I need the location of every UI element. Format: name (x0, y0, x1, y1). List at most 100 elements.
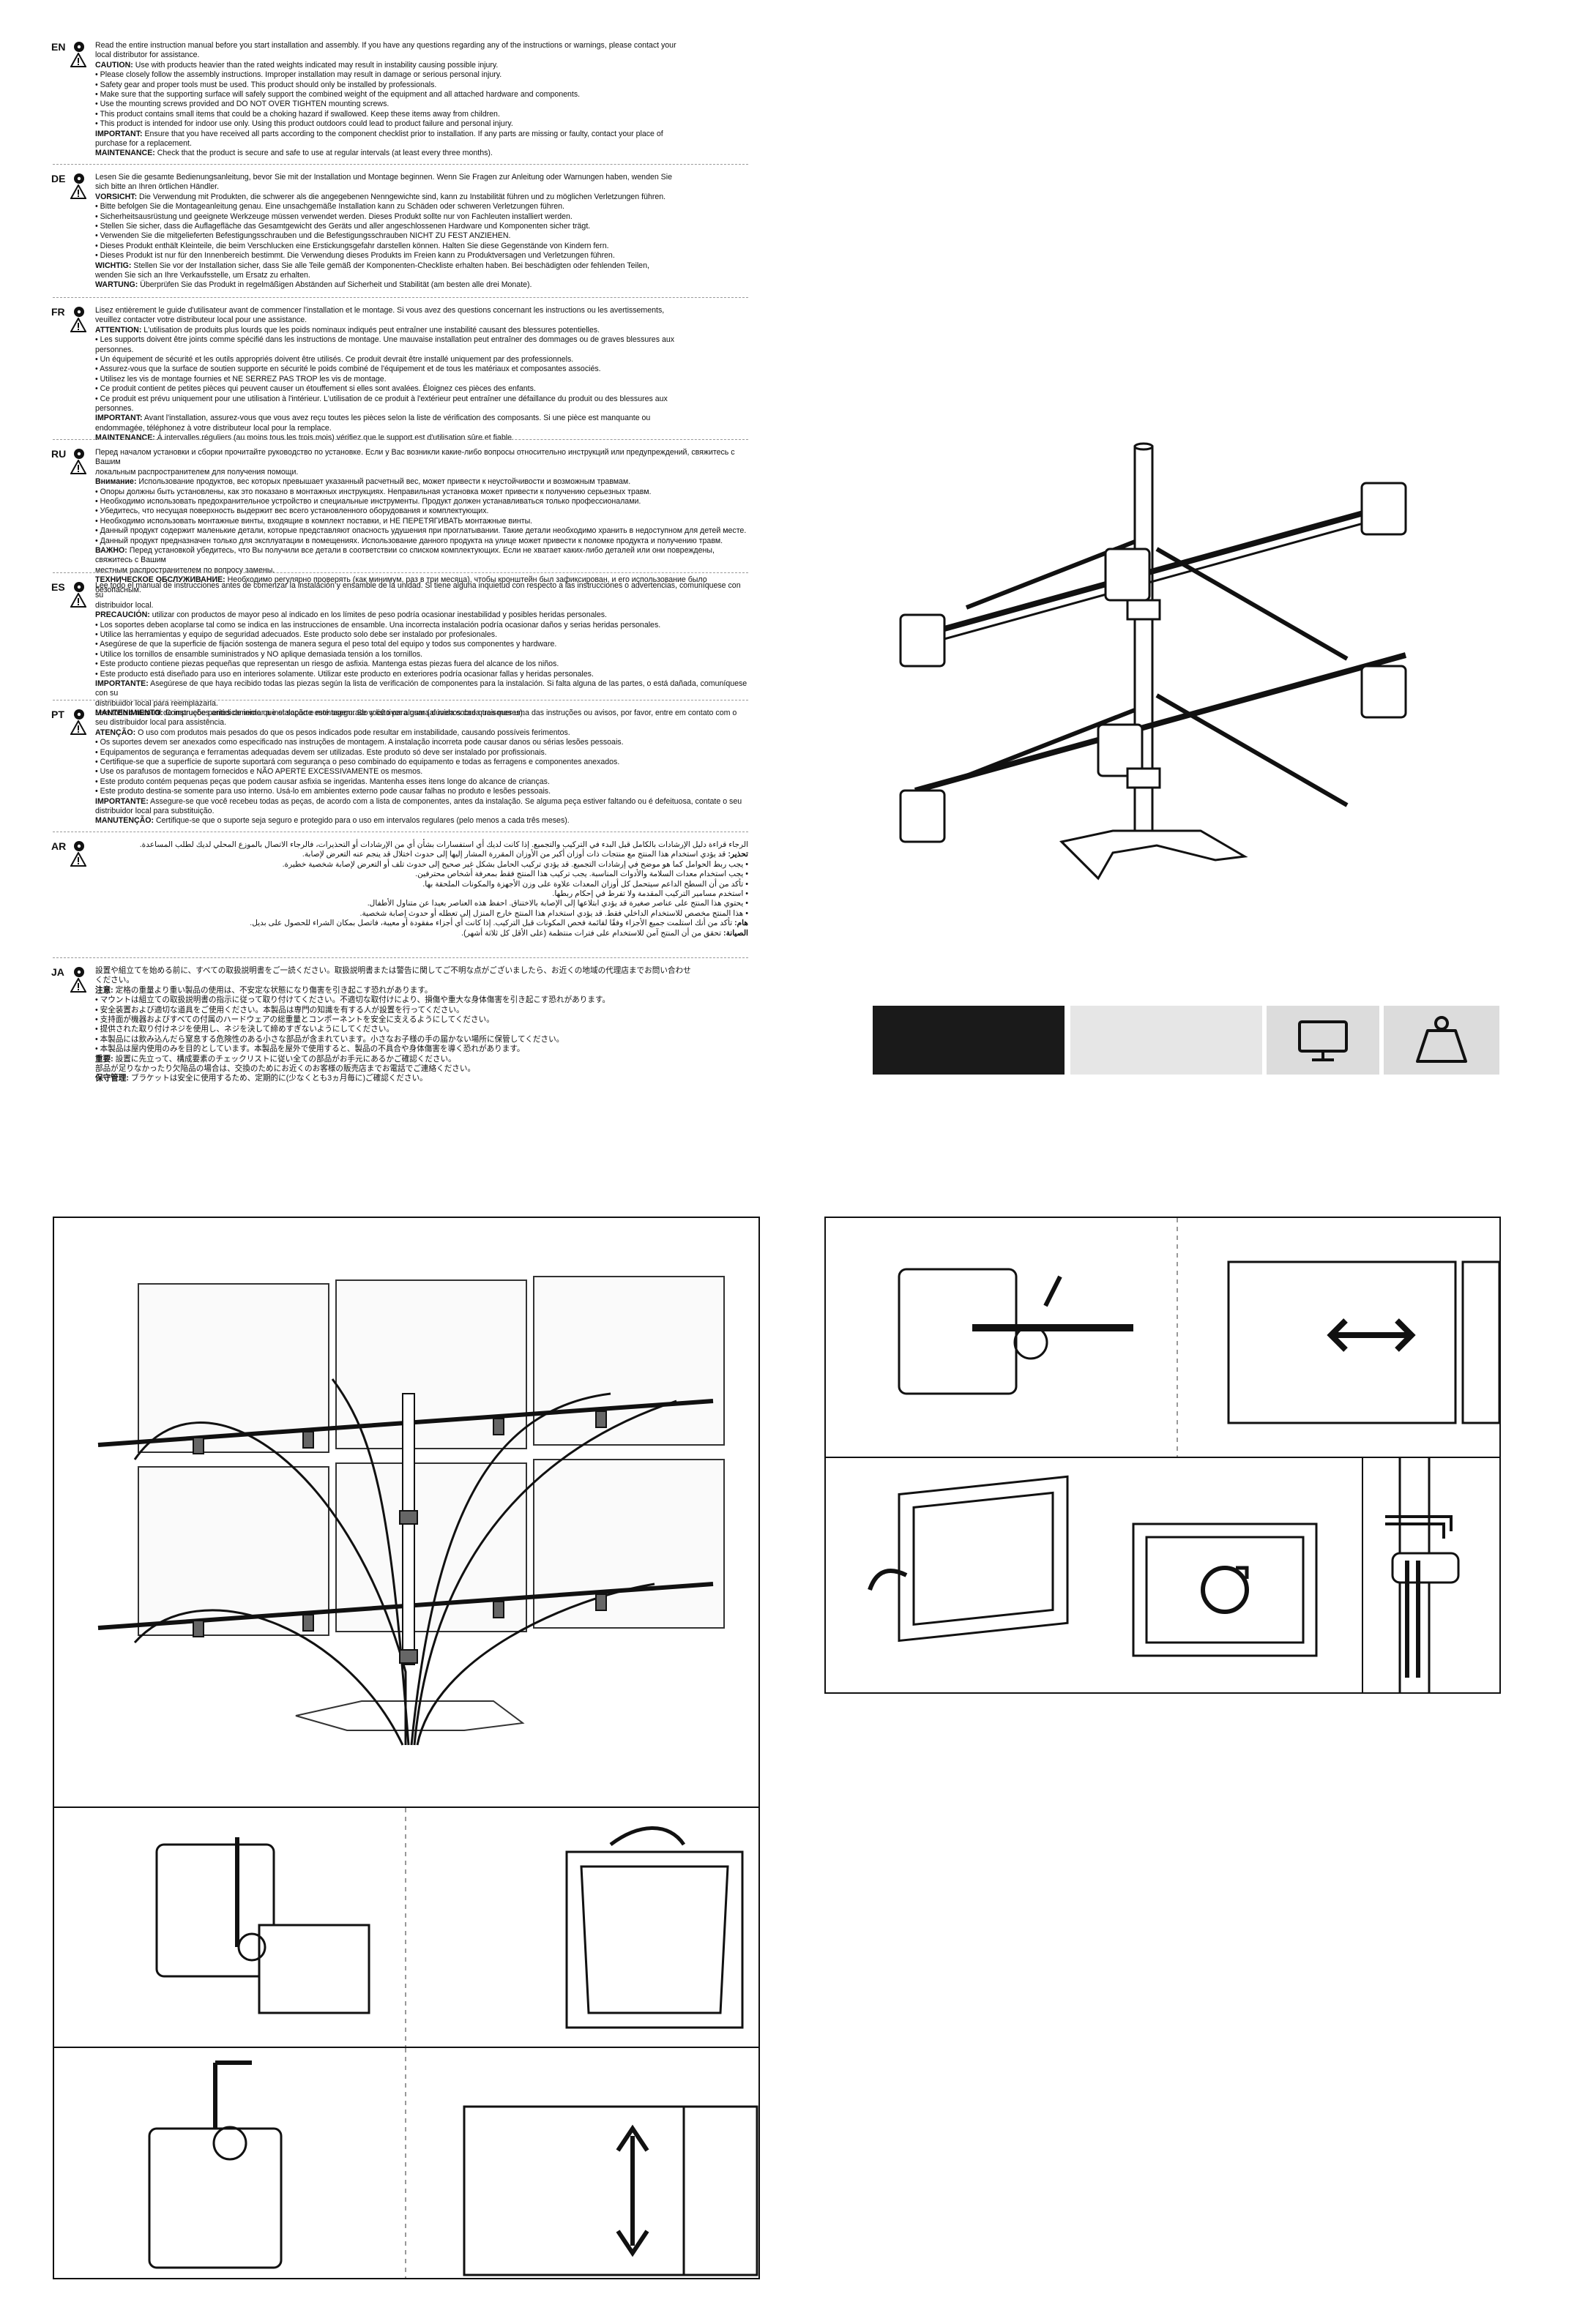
instruction-line: purchase for a replacement. (95, 139, 192, 149)
instruction-line: • يجب استخدام معدات السلامة والأدوات الم… (415, 870, 748, 879)
instruction-line: • استخدم مسامير التركيب المقدمة ولا تفرط… (552, 889, 748, 899)
section-divider (53, 297, 748, 298)
instruction-line: WARTUNG: Überprüfen Sie das Produkt in r… (95, 280, 532, 290)
arm-extension-panel (824, 1217, 1501, 1458)
instruction-line: • Este producto está diseñado para uso e… (95, 669, 594, 679)
read-manual-icon (74, 582, 84, 592)
instruction-line: • Опоры должны быть установлены, как это… (95, 487, 652, 496)
instruction-line: • 支持面が機器およびすべての付属のハードウェアの総重量とコンポーネントを安全に… (95, 1015, 494, 1025)
rotation-panel (824, 1457, 1363, 1694)
instruction-line: • This product is intended for indoor us… (95, 119, 513, 129)
instruction-line: • Equipamentos de segurança e ferramenta… (95, 747, 547, 757)
cable-clip-step (1385, 1458, 1460, 1692)
cable-management-panel (53, 1217, 760, 1808)
instruction-line: • يحتوي هذا المنتج على عناصر صغيرة قد يؤ… (367, 899, 748, 908)
instruction-line: IMPORTANTE: Asegúrese de que haya recibi… (95, 679, 748, 698)
instruction-line: IMPORTANTE: Assegure-se que você recebeu… (95, 796, 742, 806)
language-code: DE (51, 173, 66, 184)
instruction-line: местным распространителем по вопросу зам… (95, 565, 275, 575)
lang-text: Lesen Sie die gesamte Bedienungsanleitun… (95, 173, 748, 291)
instruction-line: • تأكد من أن السطح الداعم سيتحمل كل أوزا… (422, 879, 748, 889)
read-manual-icon (74, 841, 84, 851)
instruction-line: • Assurez-vous que la surface de soutien… (95, 365, 601, 374)
instruction-line: • Este producto contiene piezas pequeñas… (95, 660, 559, 669)
instruction-line: VORSICHT: Die Verwendung mit Produkten, … (95, 192, 666, 201)
tilt-step-panel (53, 1806, 760, 2048)
lang-text: Перед началом установки и сборки прочита… (95, 448, 748, 595)
instruction-line: • Les supports doivent être joints comme… (95, 335, 675, 345)
instruction-line: • Asegúrese de que la superficie de fija… (95, 640, 557, 649)
instruction-line: • Este produto contém pequenas peças que… (95, 777, 550, 786)
product-stand-illustration (899, 442, 1407, 881)
spec-box-monitor (1267, 1006, 1379, 1075)
instruction-line: personnes. (95, 404, 134, 414)
instruction-line: • Ce produit contient de petites pièces … (95, 384, 536, 394)
warning-icon (70, 460, 86, 474)
instruction-line: • Sicherheitsausrüstung und geeignete We… (95, 212, 573, 221)
instruction-line: IMPORTANT: Ensure that you have received… (95, 129, 663, 138)
instruction-line: • Utilice los tornillos de ensamble sumi… (95, 649, 423, 659)
instruction-line: distribuidor local. (95, 600, 154, 610)
section-divider (53, 164, 748, 165)
instruction-line: • Los soportes deben acoplarse tal como … (95, 620, 661, 629)
instruction-line: PRECAUCIÓN: utilizar con productos de ma… (95, 610, 607, 620)
instruction-line: • يجب ربط الحوامل كما هو موضح في إرشادات… (282, 859, 748, 869)
instruction-line: veuillez contacter votre distributeur lo… (95, 315, 307, 325)
read-manual-icon (74, 42, 84, 52)
instruction-line: Lisez entièrement le guide d'utilisateur… (95, 306, 665, 315)
warning-icon (70, 318, 86, 332)
instruction-line: ください。 (95, 976, 134, 985)
lang-text: Leia todo o manual de instruções antes d… (95, 709, 748, 826)
lang-block-pt: PT Leia todo o manual de instruções antes… (51, 709, 748, 826)
read-manual-icon (74, 307, 84, 317)
warning-icon (70, 184, 86, 199)
instruction-line: ATTENTION: L'utilisation de produits plu… (95, 325, 600, 335)
instruction-line: • Este produto destina-se somente para u… (95, 787, 551, 796)
instruction-line: Перед началом установки и сборки прочита… (95, 448, 735, 467)
instruction-line: seu distribuidor local para assistência. (95, 718, 227, 728)
section-divider (53, 439, 748, 440)
instruction-line: • Убедитесь, что несущая поверхность выд… (95, 507, 489, 516)
vesa-plate-height-step (148, 2048, 758, 2278)
warning-icon (70, 852, 86, 867)
cable-management-illustration (97, 1276, 725, 1746)
arm-extension-step (898, 1218, 1499, 1457)
instruction-line: WICHTIG: Stellen Sie vor der Installatio… (95, 261, 649, 270)
read-manual-icon (74, 709, 84, 720)
instruction-line: distribuidor local para substituição. (95, 807, 215, 816)
lang-text: الرجاء قراءة دليل الإرشادات بالكامل قبل … (95, 840, 748, 938)
instruction-line: endommagée, téléphonez à votre distribut… (95, 423, 332, 433)
lang-block-de: DE Lesen Sie die gesamte Bedienungsanleit… (51, 173, 748, 291)
instruction-line: • Safety gear and proper tools must be u… (95, 80, 437, 89)
instruction-line: 保守管理: ブラケットは安全に使用するため、定期的に(少なくとも3ヵ月毎に)ご確… (95, 1074, 428, 1083)
section-divider (53, 957, 748, 958)
language-code: JA (51, 966, 64, 978)
warning-icon (70, 53, 86, 67)
instruction-line: MAINTENANCE: À intervalles réguliers (au… (95, 433, 514, 443)
spec-box-weight (1384, 1006, 1499, 1075)
language-code: PT (51, 709, 64, 720)
instruction-line: • Необходимо использовать монтажные винт… (95, 516, 533, 526)
instruction-line: ВАЖНО: Перед установкой убедитесь, что В… (95, 546, 715, 565)
monitor-icon (1298, 1020, 1348, 1061)
cable-clip-panel (1362, 1457, 1501, 1694)
language-code: FR (51, 306, 65, 318)
instruction-line: 設置や組立てを始める前に、すべての取扱説明書をご一読ください。取扱説明書または警… (95, 966, 691, 975)
instruction-line: distribuidor local para reemplazarla. (95, 698, 218, 708)
instruction-line: MANTENIMIENTO: Compruebe periódicamente … (95, 709, 525, 718)
warning-icon (70, 720, 86, 735)
instruction-line: • Use the mounting screws provided and D… (95, 100, 389, 109)
instruction-line: • Dieses Produkt ist nur für den Innenbe… (95, 251, 615, 261)
rotation-step (868, 1475, 1318, 1657)
instruction-line: 重要: 設置に先立って、構成要素のチェックリストに従い全ての部品がお手元にあるか… (95, 1054, 456, 1064)
instruction-line: • Os suportes devem ser anexados como es… (95, 738, 624, 747)
instruction-line: • Bitte befolgen Sie die Montageanleitun… (95, 202, 564, 212)
instruction-line: wenden Sie sich an Ihre Verkaufsstelle, … (95, 271, 310, 280)
instruction-line: • 提供された取り付けネジを使用し、ネジを決して締めすぎないようにしてください。 (95, 1025, 395, 1034)
instruction-line: • Use os parafusos de montagem fornecido… (95, 767, 423, 777)
spec-box-dark (873, 1006, 1065, 1075)
instruction-line: • Данный продукт предназначен только для… (95, 536, 723, 545)
vesa-plate-tilt-step (155, 1808, 744, 2047)
